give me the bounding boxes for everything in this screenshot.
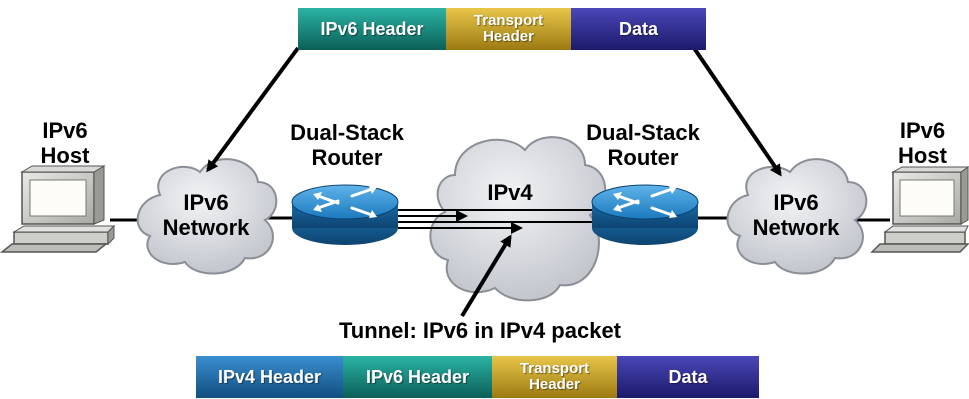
left-host-label: IPv6 Host xyxy=(40,118,90,168)
bottom-ipv4-header-segment: IPv4 Header xyxy=(196,356,343,398)
tunnel-lines xyxy=(398,209,592,234)
left-host-computer-icon xyxy=(0,165,116,253)
top-data-segment: Data xyxy=(571,8,706,50)
bottom-data-segment: Data xyxy=(617,356,759,398)
right-router-icon xyxy=(591,184,699,245)
left-router-icon xyxy=(291,184,399,245)
right-host-computer-icon xyxy=(870,166,969,253)
ipv4-cloud xyxy=(429,136,607,302)
right-router-label: Dual-Stack Router xyxy=(586,120,700,170)
right-host-label: IPv6 Host xyxy=(898,118,947,168)
right-packet-arrow xyxy=(692,46,782,177)
tunnel-label: Tunnel: IPv6 in IPv4 packet xyxy=(338,318,621,343)
tunnel-pointer-arrow xyxy=(460,234,512,318)
ipv4-cloud-label: IPv4 xyxy=(487,180,533,205)
right-ipv6-cloud xyxy=(726,158,868,275)
top-ipv6-header-segment: IPv6 Header xyxy=(298,8,446,50)
left-network-label: IPv6 Network xyxy=(162,190,250,240)
left-ipv6-cloud xyxy=(136,158,278,275)
bottom-transport-header-segment: Transport Header xyxy=(492,356,617,398)
top-transport-header-segment: Transport Header xyxy=(446,8,571,50)
right-network-label: IPv6 Network xyxy=(752,190,840,240)
bottom-ipv6-header-segment: IPv6 Header xyxy=(343,356,492,398)
left-packet-arrow xyxy=(206,46,300,173)
left-router-label: Dual-Stack Router xyxy=(290,120,404,170)
